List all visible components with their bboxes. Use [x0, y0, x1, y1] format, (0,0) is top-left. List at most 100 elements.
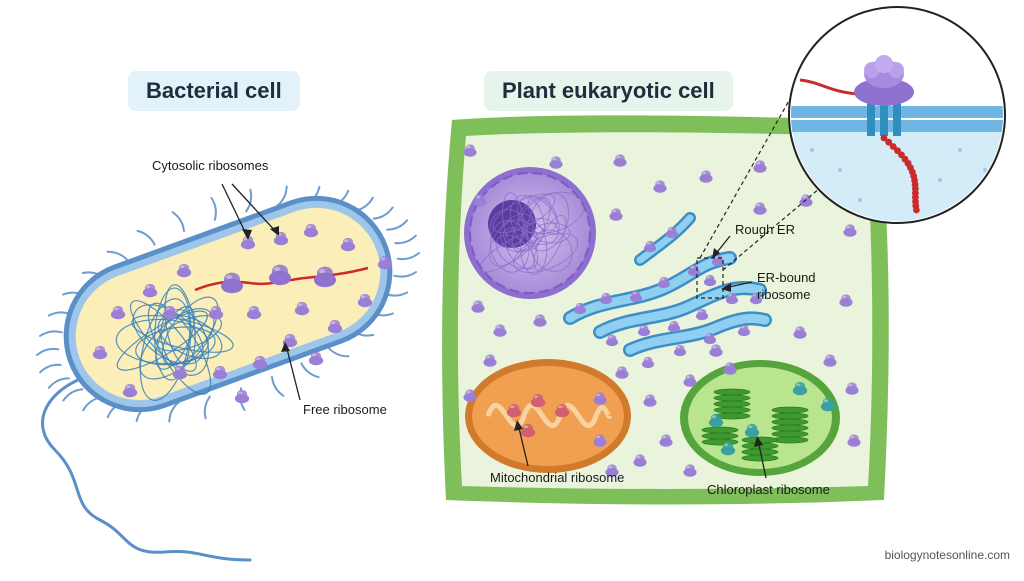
label-mitochondrial-ribosome: Mitochondrial ribosome: [490, 470, 625, 485]
chloroplast-ribosome: [720, 441, 736, 456]
chromatin-thread: [533, 214, 567, 271]
free-ribosome: [377, 255, 393, 270]
rough-er: [563, 212, 772, 357]
label-cytosolic-ribosomes: Cytosolic ribosomes: [152, 158, 269, 173]
er-ribosome: [703, 274, 717, 287]
polysome-ribosome: [269, 264, 291, 286]
amino-acid-bead: [885, 138, 893, 146]
nucleoid-loop: [155, 305, 195, 370]
pilus: [136, 229, 156, 246]
cytosolic-ribosome: [683, 464, 697, 477]
pilus: [39, 330, 63, 337]
pilus: [245, 188, 253, 213]
thylakoid-disc: [713, 406, 751, 414]
nucleoid-loop: [116, 310, 208, 371]
cytosolic-ribosome: [471, 300, 485, 313]
cytosolic-ribosome: [683, 374, 697, 387]
pilus: [393, 271, 417, 278]
cytosolic-ribosome: [839, 294, 853, 307]
cytosolic-ribosome: [463, 144, 477, 157]
mito-ribosome: [506, 403, 522, 418]
free-ribosome: [294, 301, 310, 316]
bacterial-cytoplasm: [75, 207, 381, 401]
er-ribosome: [641, 356, 655, 369]
bacterial-cell: [63, 195, 393, 413]
pilus: [62, 388, 84, 402]
free-ribosome: [246, 305, 262, 320]
thylakoid-disc: [713, 388, 751, 396]
cytosolic-ribosome: [699, 170, 713, 183]
cytosolic-ribosome: [793, 326, 807, 339]
lumen-particle: [958, 148, 962, 152]
cytosolic-ribosome: [533, 314, 547, 327]
thylakoid-disc: [771, 406, 809, 414]
nucleoid-loop: [130, 300, 197, 372]
er-ribosome: [673, 344, 687, 357]
cytosolic-ribosome: [847, 434, 861, 447]
free-ribosome: [252, 355, 268, 370]
pilus: [386, 219, 409, 231]
er-ribosome: [643, 240, 657, 253]
chromatin-thread: [511, 197, 551, 252]
free-ribosome: [208, 305, 224, 320]
thylakoid-disc: [771, 412, 809, 420]
pilus: [39, 363, 62, 374]
cytosolic-ribosome: [845, 382, 859, 395]
label-chloroplast-ribosome: Chloroplast ribosome: [707, 482, 830, 497]
cytosolic-ribosome: [753, 160, 767, 173]
label-er-bound-line1: ER-bound: [757, 270, 816, 285]
plant-cell-title: Plant eukaryotic cell: [484, 71, 733, 111]
free-ribosome: [122, 383, 138, 398]
cytosolic-ribosome: [823, 354, 837, 367]
er-ribosome: [665, 226, 679, 239]
cristae: [485, 402, 613, 429]
cytosolic-ribosome: [549, 156, 563, 169]
chromatin-thread: [492, 193, 556, 234]
cytosolic-ribosome: [473, 194, 487, 207]
thylakoid-disc: [701, 438, 739, 446]
er-ribosome: [637, 324, 651, 337]
bacterial-cell-title: Bacterial cell: [128, 71, 300, 111]
cytosolic-ribosome: [493, 324, 507, 337]
zoom-mrna: [799, 78, 859, 96]
callout-arrowheads-bacterial: [242, 226, 290, 352]
thylakoid-disc: [771, 424, 809, 432]
thylakoid-disc: [771, 430, 809, 438]
pilus: [396, 252, 420, 261]
cytosolic-ribosome: [709, 344, 723, 357]
bacterial-ribosomes: [92, 223, 393, 404]
cytosolic-ribosome: [593, 434, 607, 447]
label-rough-er: Rough ER: [735, 222, 795, 237]
cytosolic-ribosome: [605, 464, 619, 477]
free-ribosome: [327, 319, 343, 334]
polypeptide-chain: [880, 134, 920, 214]
lumen-particle: [810, 148, 814, 152]
translocon-right: [893, 102, 901, 136]
cytosolic-ribosome: [659, 434, 673, 447]
thylakoid-stacks: [701, 388, 809, 462]
thylakoid-disc: [771, 418, 809, 426]
chromatin-thread: [517, 191, 585, 235]
polysome-ribosome: [314, 266, 336, 288]
plant-cytosolic-ribosomes: [463, 144, 861, 477]
free-ribosome: [308, 351, 324, 366]
free-ribosome: [92, 345, 108, 360]
chromatin-thread: [504, 228, 539, 270]
chromatin-thread: [530, 229, 573, 272]
chloroplast-ribosome: [792, 381, 808, 396]
er-ribosome: [599, 292, 613, 305]
mitochondrion: [465, 359, 631, 473]
amino-acid-bead: [889, 143, 897, 150]
er-ribosome: [695, 308, 709, 321]
chloroplast-ribosome: [744, 423, 760, 438]
pilus: [171, 211, 185, 232]
chromatin-thread: [526, 192, 570, 252]
watermark: biologynotesonline.com: [884, 548, 1010, 562]
label-free-ribosome: Free ribosome: [303, 402, 387, 417]
cytosolic-ribosome: [593, 392, 607, 405]
chromatin-thread: [495, 234, 536, 270]
thylakoid-disc: [701, 432, 739, 440]
er-ribosome: [737, 324, 751, 337]
er-ribosome: [657, 276, 671, 289]
